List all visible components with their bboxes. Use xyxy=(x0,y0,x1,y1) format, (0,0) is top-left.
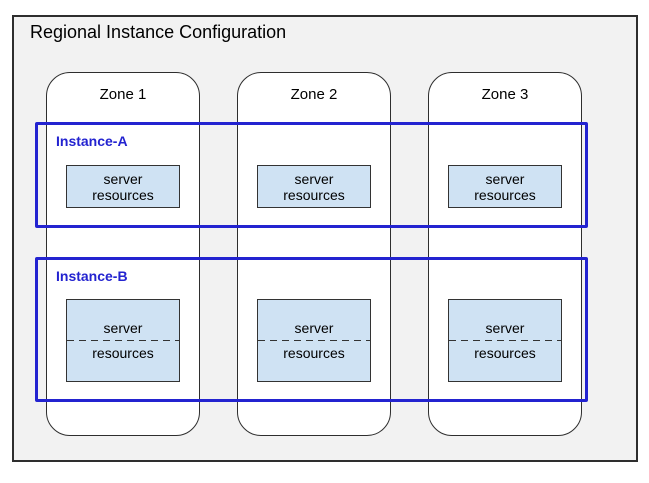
dashed-divider xyxy=(258,339,370,342)
instance-a-label: Instance-A xyxy=(56,133,128,149)
instance-b-label: Instance-B xyxy=(56,268,128,284)
zone-1-label: Zone 1 xyxy=(99,86,147,103)
server-resources-label: server xyxy=(294,170,334,187)
server-resources-label: server xyxy=(294,319,334,336)
server-resources-label: resources xyxy=(92,345,154,362)
server-resources-label: resources xyxy=(474,345,536,362)
zone-3-label: Zone 3 xyxy=(481,86,529,103)
server-resources-label: resources xyxy=(92,186,154,203)
server-resources-label: server xyxy=(485,170,525,187)
server-resources-box-a2: server resources xyxy=(257,165,371,208)
server-resources-box-a1: server resources xyxy=(66,165,180,208)
zone-2-label: Zone 2 xyxy=(290,86,338,103)
server-resources-label: resources xyxy=(283,345,345,362)
server-resources-box-b2: server resources xyxy=(257,299,371,382)
server-resources-box-a3: server resources xyxy=(448,165,562,208)
server-resources-label: server xyxy=(485,319,525,336)
server-resources-label: resources xyxy=(474,186,536,203)
dashed-divider xyxy=(449,339,561,342)
server-resources-label: resources xyxy=(283,186,345,203)
dashed-divider xyxy=(67,339,179,342)
server-resources-label: server xyxy=(103,170,143,187)
server-resources-box-b3: server resources xyxy=(448,299,562,382)
instance-b-box: Instance-B xyxy=(35,257,588,402)
server-resources-label: server xyxy=(103,319,143,336)
server-resources-box-b1: server resources xyxy=(66,299,180,382)
instance-a-box: Instance-A xyxy=(35,122,588,228)
diagram-title: Regional Instance Configuration xyxy=(30,22,287,42)
